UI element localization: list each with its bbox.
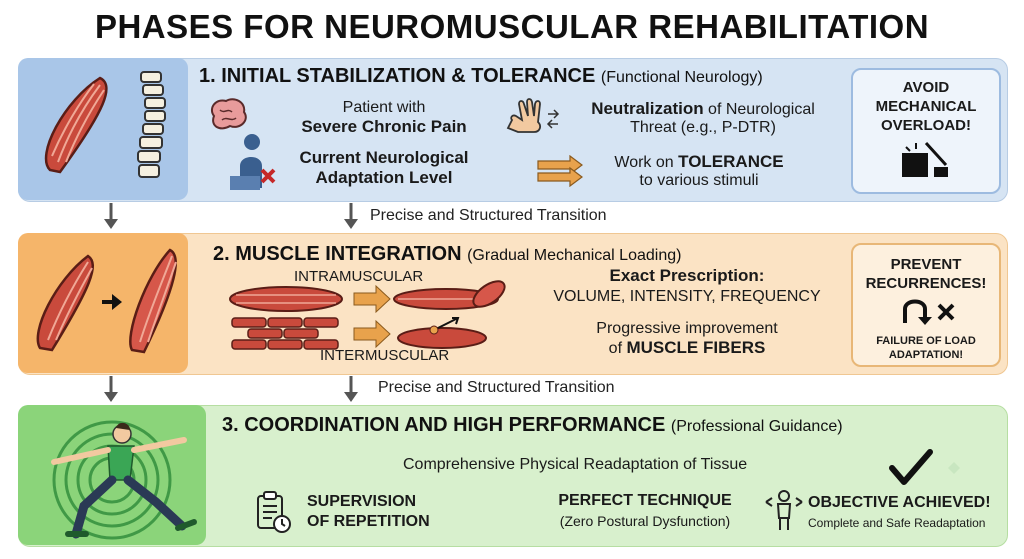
progress-text: Progressive improvement of MUSCLE FIBERS — [596, 320, 778, 357]
hand-icon — [506, 98, 560, 133]
objective-text: OBJECTIVE ACHIEVED! Complete and Safe Re… — [808, 494, 991, 530]
supervision-text: SUPERVISION OF REPETITION — [307, 493, 430, 530]
readaptation-text: Comprehensive Physical Readaptation of T… — [403, 456, 748, 473]
phase3-heading: 3. COORDINATION AND HIGH PERFORMANCE (Pr… — [222, 414, 843, 436]
checkmark-icon — [889, 449, 960, 485]
muscle-icon — [44, 76, 108, 174]
page-title: PHASES FOR NEUROMUSCULAR REHABILITATION — [94, 8, 930, 45]
patient-icon — [230, 134, 276, 190]
u-turn-icon — [903, 299, 955, 325]
double-arrow-icon — [537, 155, 583, 187]
down-arrow-icon — [344, 376, 358, 402]
tolerance-text: Work on TOLERANCE to various stimuli — [614, 152, 784, 189]
adaptation-text: Current Neurological Adaptation Level — [299, 148, 469, 187]
transition-label-2: Precise and Structured Transition — [378, 379, 615, 396]
neutralization-text: Neutralization of Neurological Threat (e… — [591, 99, 815, 136]
patient-text: Patient with Severe Chronic Pain — [301, 99, 467, 136]
contracted-muscle-icon — [472, 280, 506, 308]
transition-label-1: Precise and Structured Transition — [370, 207, 607, 224]
intramuscular-diagram — [229, 284, 499, 314]
prescription-text: Exact Prescription: VOLUME, INTENSITY, F… — [553, 266, 821, 305]
technique-text: PERFECT TECHNIQUE (Zero Postural Dysfunc… — [558, 492, 732, 529]
intermuscular-diagram — [231, 317, 487, 350]
phase1-heading: 1. INITIAL STABILIZATION & TOLERANCE (Fu… — [199, 65, 763, 87]
right-arrow-icon — [102, 294, 122, 310]
avoid-overload-callout: AVOID MECHANICAL OVERLOAD! — [851, 68, 1001, 194]
overload-icon — [902, 141, 948, 177]
spine-icon — [137, 71, 166, 178]
brain-icon — [210, 98, 247, 130]
athlete-lunge-icon — [51, 420, 197, 540]
down-arrow-icon — [104, 376, 118, 402]
person-target-icon — [765, 490, 803, 530]
muscle-icon — [36, 254, 95, 352]
intramuscular-label: INTRAMUSCULAR — [294, 268, 424, 285]
prevent-recurrences-callout: PREVENT RECURRENCES! FAILURE OF LOAD ADA… — [851, 243, 1001, 367]
clipboard-clock-icon — [257, 491, 291, 533]
muscle-icon — [129, 248, 177, 354]
phase2-heading: 2. MUSCLE INTEGRATION (Gradual Mechanica… — [213, 243, 682, 265]
down-arrow-icon — [344, 203, 358, 229]
down-arrow-icon — [104, 203, 118, 229]
intermuscular-label: INTERMUSCULAR — [320, 347, 450, 364]
